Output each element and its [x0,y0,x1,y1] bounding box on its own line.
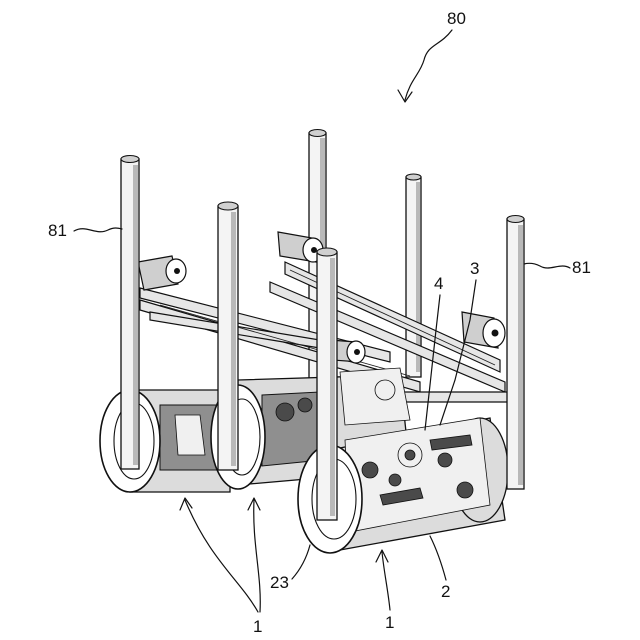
label-2: 2 [441,582,450,601]
post-front-left [121,156,139,470]
post-front-center [317,248,337,520]
leader-23 [292,545,310,579]
arrow-80-leader [405,30,452,100]
leader-1-left-arrow [180,498,192,510]
post-right [507,216,524,490]
label-81-left: 81 [48,221,67,240]
label-1-left: 1 [253,617,262,636]
post-front-middle [218,202,238,470]
label-3: 3 [470,259,479,278]
leader-1-right [382,552,390,610]
leader-81-right [524,263,570,268]
label-81-right: 81 [572,258,591,277]
label-4: 4 [434,274,443,293]
leader-1-to-left-drum [185,500,258,612]
label-1-right: 1 [385,613,394,632]
motor-left [138,256,186,290]
label-23: 23 [270,573,289,592]
leader-1-to-middle-drum [254,500,261,612]
leader-81-left [74,228,122,232]
leader-2 [430,536,446,580]
label-80: 80 [447,9,466,28]
motor-right [462,312,505,348]
